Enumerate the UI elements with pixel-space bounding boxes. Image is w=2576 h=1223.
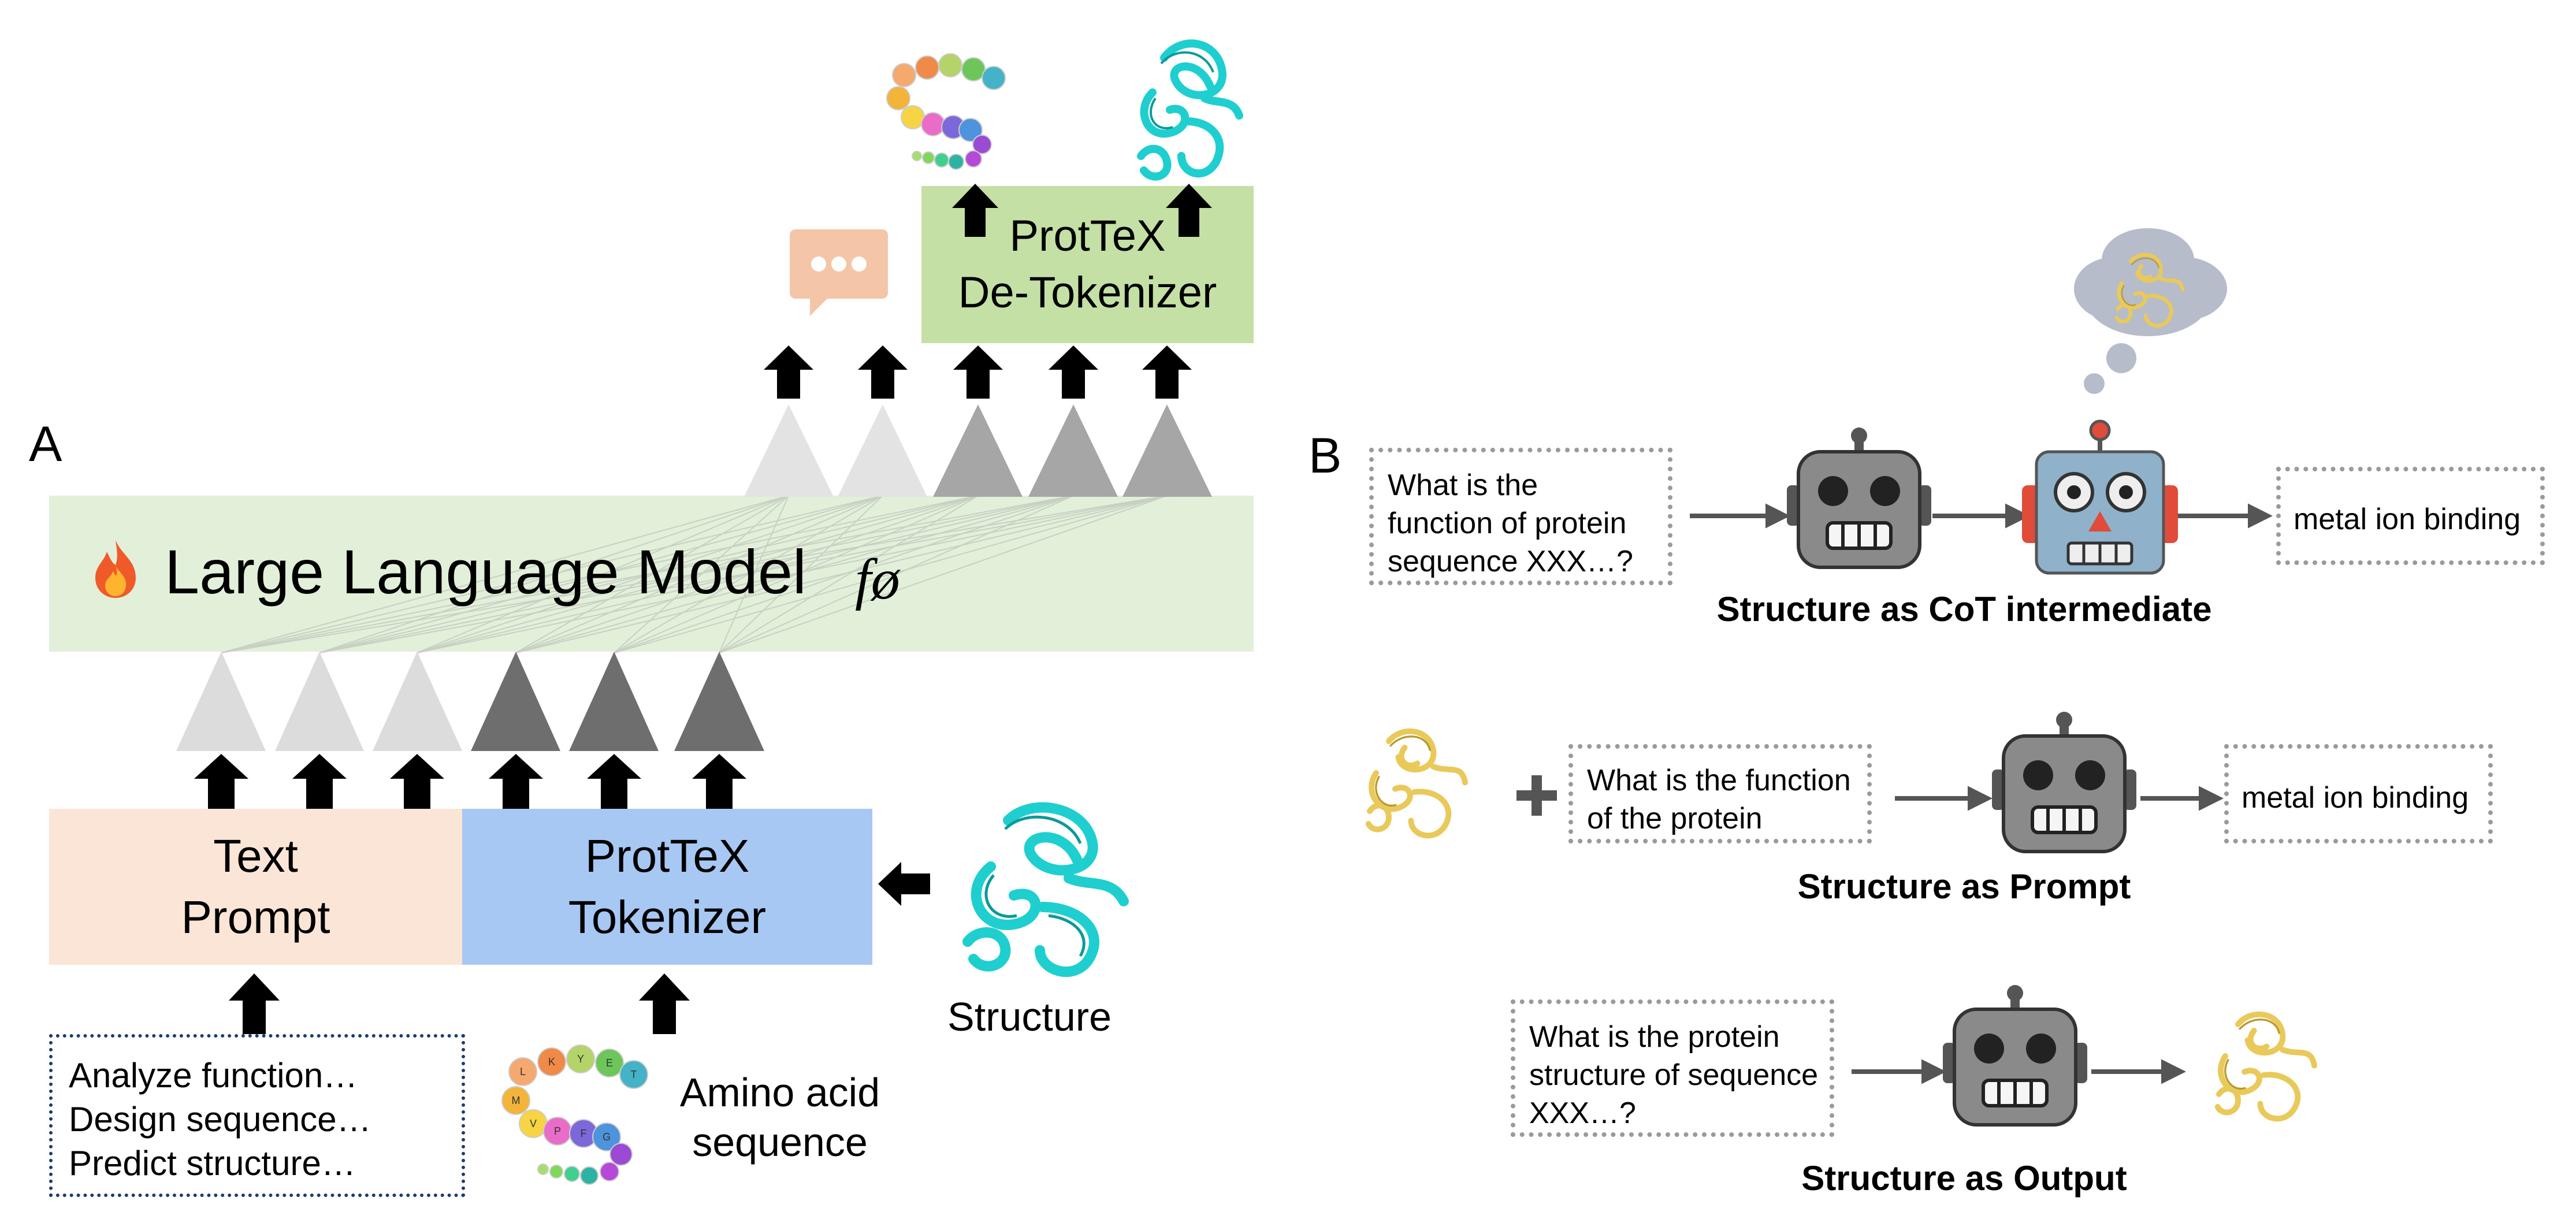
plus-icon: [1516, 775, 1557, 816]
thinking-robot-icon: [2022, 419, 2178, 575]
answer-text: metal ion binding: [2294, 503, 2521, 536]
panel-b-graphics: [1271, 228, 2576, 1223]
seq-letter: G: [603, 1131, 611, 1143]
row3-caption: Structure as Output: [1801, 1159, 2127, 1198]
seq-letter: E: [606, 1057, 613, 1069]
question-line: sequence XXX…?: [1388, 545, 1633, 578]
output-token-triangle: [744, 404, 834, 497]
row2-answer-box: metal ion binding: [2224, 744, 2493, 843]
attention-lines: [221, 495, 1168, 653]
prompt-examples-box: Analyze function… Design sequence… Predi…: [49, 1034, 465, 1197]
row1-question-box: What is the function of protein sequence…: [1369, 448, 1672, 585]
row2-caption: Structure as Prompt: [1797, 867, 2131, 906]
structure-to-tokenizer-arrow: [878, 862, 930, 906]
panel-b-label: B: [1309, 428, 1342, 484]
protein-structure-icon: [1369, 731, 1465, 836]
tokenizer-box: ProtTeX Tokenizer: [462, 809, 872, 965]
input-token-triangle: [674, 652, 764, 751]
detokenizer-output-arrows: [952, 184, 1212, 237]
sequence-input-icon: L K Y E T M V P F G: [501, 1044, 648, 1185]
robot-icon: [1992, 712, 2136, 852]
sequence-output-icon: [886, 53, 1006, 170]
robot-icon: [1787, 428, 1931, 567]
text-prompt-line: Text: [213, 830, 298, 882]
text-prompt-box: Text Prompt: [49, 809, 462, 965]
question-line: of the protein: [1587, 802, 1763, 835]
output-token-triangle: [1028, 404, 1118, 497]
question-line: structure of sequence: [1529, 1058, 1819, 1092]
llm-title: Large Language Model: [165, 537, 806, 607]
prompt-example: Design sequence…: [69, 1100, 371, 1139]
amino-acid-line: sequence: [692, 1120, 868, 1165]
protein-structure-icon: [2218, 1014, 2314, 1119]
seq-letter: M: [512, 1095, 521, 1106]
output-token-triangle: [933, 404, 1023, 497]
detokenizer-line: ProtTeX: [1009, 211, 1166, 261]
amino-acid-line: Amino acid: [679, 1070, 880, 1115]
row2-question-box: What is the function of the protein: [1568, 744, 1872, 843]
output-token-triangle: [1122, 404, 1212, 497]
panel-a-label: A: [29, 417, 62, 472]
row3-question-box: What is the protein structure of sequenc…: [1511, 999, 1834, 1137]
question-line: What is the protein: [1529, 1020, 1780, 1054]
token-network: [176, 345, 1212, 809]
structure-label: Structure: [947, 994, 1112, 1039]
seq-letter: Y: [577, 1053, 584, 1065]
input-token-triangle: [275, 652, 364, 751]
question-line: What is the: [1388, 469, 1538, 502]
seq-letter: V: [530, 1118, 537, 1129]
protein-structure-output-icon: [1137, 39, 1243, 181]
tokenizer-line: Tokenizer: [568, 891, 767, 943]
input-token-triangle: [471, 652, 560, 751]
seq-letter: P: [554, 1125, 561, 1137]
input-token-triangle: [373, 652, 462, 751]
question-line: function of protein: [1388, 507, 1627, 540]
text-prompt-line: Prompt: [181, 891, 330, 943]
prompt-example: Analyze function…: [69, 1056, 358, 1095]
question-line: XXX…?: [1529, 1096, 1636, 1130]
input-arrows: [194, 754, 746, 809]
prompt-example: Predict structure…: [69, 1144, 356, 1183]
answer-text: metal ion binding: [2242, 781, 2469, 815]
output-arrows: [764, 345, 1192, 399]
amino-acid-label: Amino acid sequence: [673, 1068, 887, 1167]
input-token-triangle: [176, 652, 266, 751]
robot-icon: [1943, 985, 2087, 1125]
seq-letter: K: [548, 1056, 555, 1068]
row1-answer-box: metal ion binding: [2276, 467, 2545, 565]
seq-letter: F: [581, 1128, 587, 1139]
detokenizer-line: De-Tokenizer: [958, 268, 1217, 317]
row1-caption: Structure as CoT intermediate: [1716, 590, 2212, 629]
fire-icon: [95, 540, 136, 598]
seq-letter: L: [520, 1066, 526, 1077]
protein-structure-input-icon: [962, 802, 1129, 977]
input-to-box-arrows: [229, 973, 690, 1034]
input-token-triangle: [569, 652, 659, 751]
question-line: What is the function: [1587, 764, 1851, 797]
chat-bubble-icon: [790, 229, 888, 316]
seq-letter: T: [631, 1069, 637, 1080]
thought-cloud-icon: [2074, 228, 2227, 394]
tokenizer-line: ProtTeX: [585, 830, 750, 882]
llm-function-symbol: fø: [855, 547, 900, 611]
output-token-triangle: [838, 404, 927, 497]
